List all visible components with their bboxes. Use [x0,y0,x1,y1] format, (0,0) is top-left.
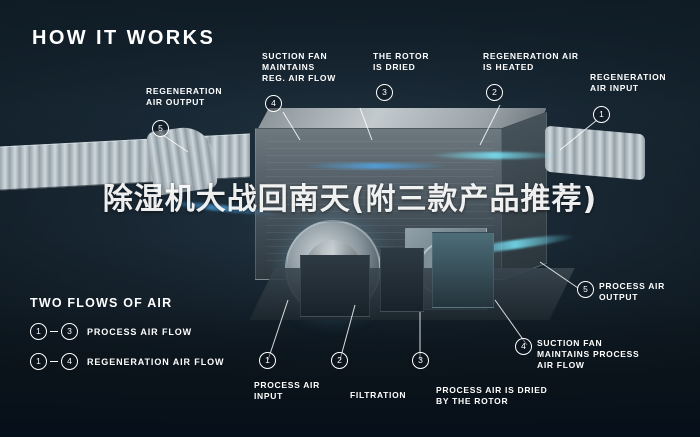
airflow-stream-cyan-1 [430,152,560,159]
callout-number-5-regeneration-air-output: 5 [152,120,169,137]
legend: TWO FLOWS OF AIR 1 3 PROCESS AIR FLOW 1 … [30,296,224,383]
legend-title: TWO FLOWS OF AIR [30,296,173,310]
page-title: HOW IT WORKS [32,27,216,49]
callout-label-regen-air-input: REGENERATION AIR INPUT [590,72,667,93]
callout-label-process-air-input: PROCESS AIR INPUT [254,380,320,401]
internal-module-1 [300,255,370,317]
legend-dash-regeneration [50,361,58,362]
callout-number-2-regen-air-heated: 2 [486,84,503,101]
callout-label-process-air-dried: PROCESS AIR IS DRIED BY THE ROTOR [436,385,548,406]
duct-right [545,125,645,181]
legend-circle-4-regeneration: 4 [61,353,78,370]
callout-label-process-air-output: PROCESS AIR OUTPUT [599,281,665,302]
legend-label-regeneration-air-flow: REGENERATION AIR FLOW [87,356,225,367]
legend-row-regeneration-air-flow: 1 4 REGENERATION AIR FLOW [30,353,224,370]
callout-number-2-filtration: 2 [331,352,348,369]
callout-number-3-process-air-dried: 3 [412,352,429,369]
callout-label-rotor-dried: THE ROTOR IS DRIED [373,51,430,72]
internal-module-2 [380,248,424,312]
callout-label-regeneration-air-output: REGENERATION AIR OUTPUT [146,86,223,107]
internal-module-3 [432,232,494,308]
callout-number-4-suction-fan-reg: 4 [265,95,282,112]
callout-label-filtration: FILTRATION [350,390,407,400]
airflow-stream-blue-1 [300,163,450,169]
legend-row-process-air-flow: 1 3 PROCESS AIR FLOW [30,323,224,340]
legend-circle-1-regeneration: 1 [30,353,47,370]
legend-dash-process [50,331,58,332]
callout-label-suction-fan-process: SUCTION FAN MAINTAINS PROCESS AIR FLOW [537,338,640,370]
legend-circle-3-process: 3 [61,323,78,340]
callout-number-1-process-air-input: 1 [259,352,276,369]
callout-label-regen-air-heated: REGENERATION AIR IS HEATED [483,51,579,72]
legend-circle-1-process: 1 [30,323,47,340]
callout-label-suction-fan-reg: SUCTION FAN MAINTAINS REG. AIR FLOW [262,51,336,83]
watermark-text: 除湿机大战回南天(附三款产品推荐) [102,182,598,217]
callout-number-3-rotor-dried: 3 [376,84,393,101]
callout-number-4-suction-fan-process: 4 [515,338,532,355]
legend-label-process-air-flow: PROCESS AIR FLOW [87,326,193,337]
callout-number-5-process-air-output: 5 [577,281,594,298]
callout-number-1-regen-air-input: 1 [593,106,610,123]
